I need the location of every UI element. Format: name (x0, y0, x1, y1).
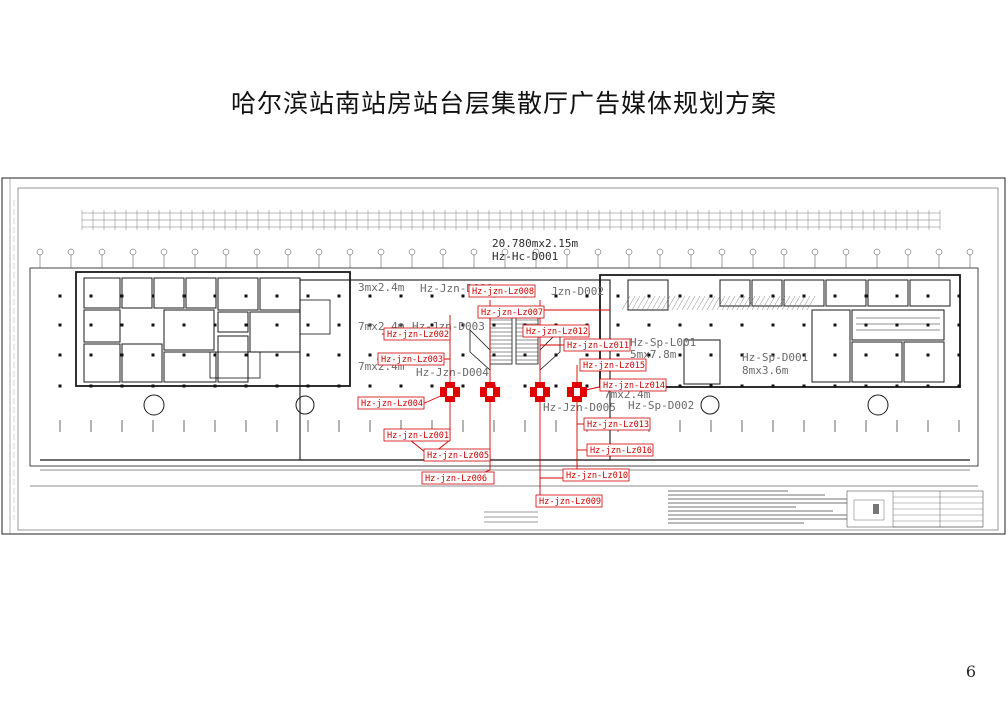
label-lz006: Hz-jzn-Lz006 (425, 474, 487, 484)
label-lz010: Hz-jzn-Lz010 (566, 471, 628, 481)
dim-sp001d-code: Hz-Sp-D001 (742, 351, 808, 364)
dim-hc001-code: Hz-Hc-D001 (492, 250, 558, 263)
hatched-zone (621, 295, 816, 311)
dim-sp002-code: Hz-Sp-D002 (628, 399, 694, 412)
dim-jzn000-size: 3mx2.4m (358, 281, 405, 294)
left-wing-rooms (83, 277, 301, 383)
dim-sp001l-code: Hz-Sp-L001 (630, 336, 696, 349)
page-title: 哈尔滨站南站房站台层集散厅广告媒体规划方案 (230, 89, 777, 118)
label-lz008: Hz-jzn-Lz008 (472, 287, 534, 297)
label-lz016: Hz-jzn-Lz016 (590, 446, 652, 456)
label-lz012: Hz-jzn-Lz012 (526, 327, 588, 337)
label-lz014: Hz-jzn-Lz014 (603, 381, 665, 391)
page-number: 6 (965, 662, 976, 681)
top-dimension-chains (81, 210, 941, 230)
label-lz005: Hz-jzn-Lz005 (427, 451, 489, 461)
right-wing-rooms (627, 279, 951, 385)
label-lz001: Hz-jzn-Lz001 (387, 431, 449, 441)
dim-sp001l-size: 5mx7.8m (630, 348, 677, 361)
label-lz007: Hz-jzn-Lz007 (481, 308, 543, 318)
drawing-notes-block (668, 490, 907, 524)
drawing-inner-frame (17, 187, 999, 531)
label-lz004: Hz-jzn-Lz004 (361, 399, 423, 409)
building-outline (29, 267, 979, 487)
red-ad-labels: Hz-jzn-Lz002 Hz-jzn-Lz003 Hz-jzn-Lz004 H… (357, 284, 667, 508)
dim-jzn002-code: Jzn-D002 (551, 285, 604, 298)
title-block (846, 490, 984, 528)
label-lz015: Hz-jzn-Lz015 (583, 361, 645, 371)
label-lz002: Hz-jzn-Lz002 (387, 330, 449, 340)
plan-caption (484, 511, 538, 523)
dim-hc001-size: 20.780mx2.15m (492, 237, 578, 250)
ad-position-markers (440, 382, 587, 402)
label-lz011: Hz-jzn-Lz011 (567, 341, 629, 351)
label-lz013: Hz-jzn-Lz013 (587, 420, 649, 430)
label-lz003: Hz-jzn-Lz003 (381, 355, 443, 365)
label-lz009: Hz-jzn-Lz009 (539, 497, 601, 507)
dim-jzn004-code: Hz-Jzn-D004 (416, 366, 489, 379)
dim-sp001d-size: 8mx3.6m (742, 364, 789, 377)
dim-jzn005-code: Hz-Jzn-D005 (543, 401, 616, 414)
